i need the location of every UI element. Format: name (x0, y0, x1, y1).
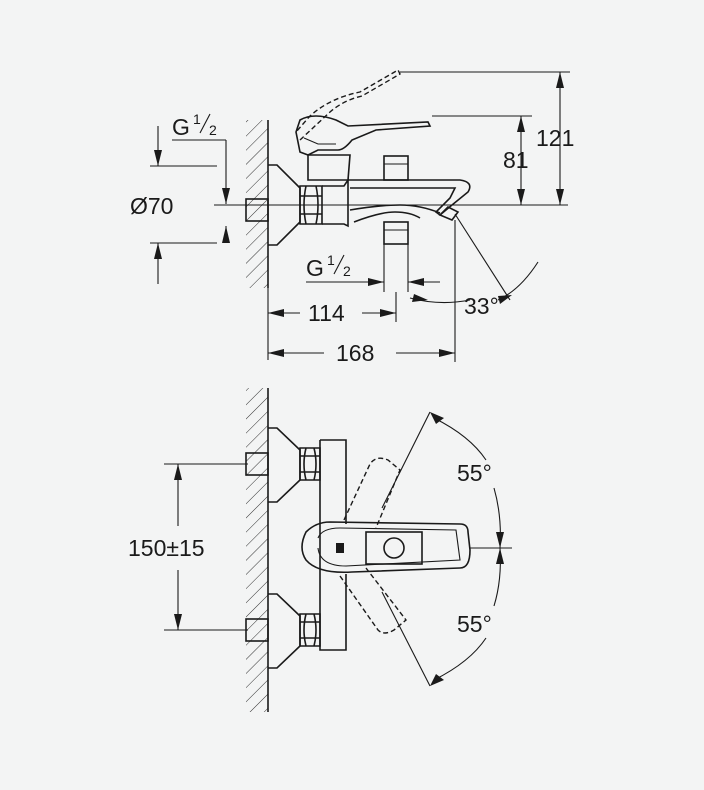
mixer-body (322, 177, 349, 228)
svg-text:1: 1 (327, 252, 335, 268)
angle-33-label: 33° (464, 293, 499, 319)
svg-text:1: 1 (193, 111, 201, 127)
thread-label-upper: G 1 2 (172, 111, 217, 140)
diverter-button (383, 155, 409, 181)
svg-text:2: 2 (343, 263, 351, 279)
lower-outlet (383, 221, 409, 245)
front-view: 150±15 55° 55° (128, 388, 512, 712)
height-121-label: 121 (536, 125, 574, 151)
svg-text:2: 2 (209, 122, 217, 138)
thread-label-lower: G 1 2 (306, 252, 351, 281)
svg-text:G: G (306, 255, 324, 281)
length-114-label: 114 (308, 300, 345, 326)
distance-label: 150±15 (128, 535, 205, 561)
side-view: G 1 2 Ø70 81 121 G 1 (130, 69, 574, 366)
connector-square (245, 198, 269, 222)
height-81-label: 81 (503, 147, 529, 173)
handle (295, 115, 432, 156)
length-168-label: 168 (336, 340, 374, 366)
wall-hatch-upper (246, 120, 268, 288)
handle-rotated-up-outline (343, 457, 401, 529)
diameter-label: Ø70 (130, 193, 173, 219)
wall-hatch-lower (246, 388, 268, 712)
handle-raised-outline (295, 69, 401, 141)
spout (348, 179, 471, 217)
lever-button (365, 531, 423, 565)
angle-upper-label: 55° (457, 460, 492, 486)
lever-button-circle (383, 537, 405, 559)
svg-text:G: G (172, 114, 190, 140)
mixer-body-front (319, 439, 347, 651)
angle-lower-label: 55° (457, 611, 492, 637)
handle-rotated-down-outline (339, 567, 407, 634)
lever-handle (301, 521, 471, 574)
